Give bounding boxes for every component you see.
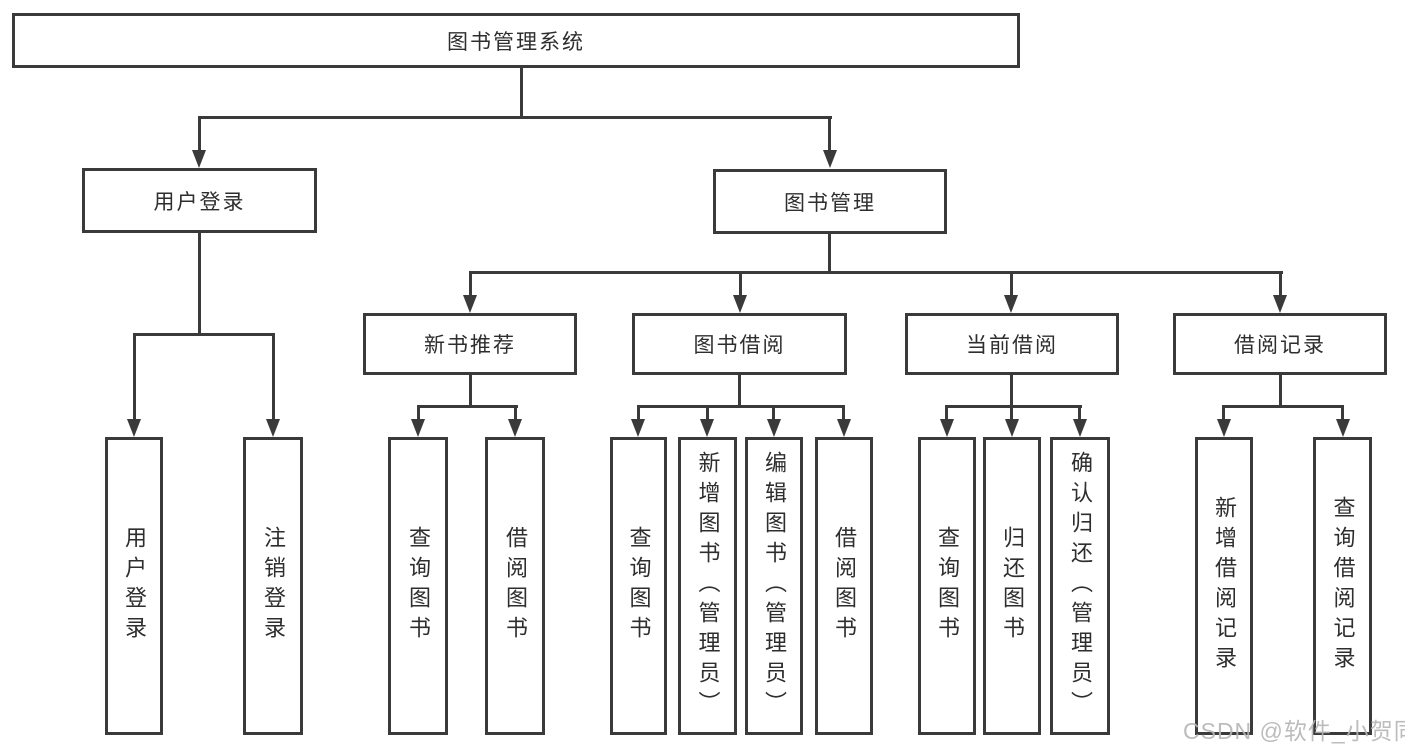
connector-line [828, 234, 831, 273]
connector-line [198, 116, 832, 119]
connector-line [1223, 405, 1344, 408]
arrow-down-icon [823, 150, 837, 168]
node-book-borrowing: 图书借阅 [632, 313, 847, 375]
leaf-query-borrow-record: 查询借阅记录 [1313, 437, 1372, 735]
leaf-query-book-borrowing-label: 查询图书 [626, 526, 652, 646]
csdn-watermark: CSDN @软件_小贺同学 [1183, 718, 1405, 744]
node-book-management-label: 图书管理 [784, 191, 876, 215]
arrow-down-icon [767, 419, 781, 437]
connector-line [514, 405, 517, 421]
node-user-login-label: 用户登录 [153, 190, 246, 214]
leaf-query-book-recommend: 查询图书 [388, 437, 448, 735]
arrow-down-icon [1005, 419, 1019, 437]
connector-line [1222, 405, 1225, 421]
leaf-edit-book-admin: 编辑图书（管理员） [745, 437, 803, 735]
node-user-login: 用户登录 [82, 168, 317, 233]
connector-line [469, 272, 472, 298]
connector-line [133, 333, 136, 421]
connector-line [417, 405, 518, 408]
leaf-query-book-current-label: 查询图书 [935, 526, 960, 646]
connector-line [706, 405, 709, 421]
connector-line [272, 333, 275, 421]
connector-line [469, 375, 472, 407]
leaf-add-borrow-record-label: 新增借阅记录 [1212, 496, 1237, 676]
node-book-borrowing-label: 图书借阅 [693, 334, 786, 357]
connector-line [198, 233, 201, 335]
arrow-down-icon [700, 419, 714, 437]
leaf-user-login-label: 用户登录 [122, 526, 147, 646]
connector-line [945, 405, 948, 421]
node-new-book-recommendation: 新书推荐 [363, 313, 577, 375]
leaf-return-book-label: 归还图书 [1000, 526, 1025, 646]
node-current-borrowing: 当前借阅 [905, 313, 1119, 375]
leaf-query-book-borrowing: 查询图书 [610, 437, 667, 735]
connector-line [738, 375, 741, 407]
arrow-down-icon [508, 419, 522, 437]
leaf-query-book-recommend-label: 查询图书 [406, 526, 431, 646]
connector-line [842, 405, 845, 421]
connector-line [637, 405, 640, 421]
arrow-down-icon [192, 150, 206, 168]
arrow-down-icon [733, 295, 747, 313]
connector-line [520, 68, 523, 118]
leaf-logout: 注销登录 [243, 437, 303, 735]
leaf-borrow-book-recommend: 借阅图书 [485, 437, 545, 735]
arrow-down-icon [411, 419, 425, 437]
connector-line [133, 333, 275, 336]
arrow-down-icon [266, 419, 280, 437]
arrow-down-icon [1336, 419, 1350, 437]
connector-line [946, 405, 1082, 408]
leaf-borrow-book-borrowing-label: 借阅图书 [832, 526, 857, 646]
arrow-down-icon [463, 295, 477, 313]
arrow-down-icon [1004, 295, 1018, 313]
node-library-management-system-label: 图书管理系统 [447, 30, 585, 54]
connector-line [1341, 405, 1344, 421]
node-new-book-recommendation-label: 新书推荐 [424, 334, 516, 357]
connector-line [772, 405, 775, 421]
leaf-borrow-book-recommend-label: 借阅图书 [503, 526, 528, 646]
arrow-down-icon [1073, 419, 1087, 437]
leaf-confirm-return-admin: 确认归还（管理员） [1050, 437, 1110, 735]
leaf-add-book-admin-label: 新增图书（管理员） [695, 451, 721, 721]
connector-line [1010, 272, 1013, 298]
connector-line [469, 271, 1283, 274]
connector-line [417, 405, 420, 421]
connector-line [637, 405, 845, 408]
connector-line [828, 116, 831, 152]
node-library-management-system: 图书管理系统 [12, 13, 1020, 68]
leaf-user-login: 用户登录 [105, 437, 163, 735]
leaf-confirm-return-admin-label: 确认归还（管理员） [1068, 451, 1093, 721]
connector-line [1078, 405, 1081, 421]
connector-line [739, 272, 742, 298]
leaf-add-book-admin: 新增图书（管理员） [678, 437, 737, 735]
leaf-logout-label: 注销登录 [261, 526, 286, 646]
connector-line [1010, 375, 1013, 407]
connector-line [198, 116, 201, 152]
connector-line [1279, 375, 1282, 407]
leaf-add-borrow-record: 新增借阅记录 [1195, 437, 1253, 735]
arrow-down-icon [837, 419, 851, 437]
node-borrowing-records: 借阅记录 [1173, 313, 1387, 375]
leaf-borrow-book-borrowing: 借阅图书 [815, 437, 873, 735]
arrow-down-icon [631, 419, 645, 437]
node-book-management: 图书管理 [713, 169, 947, 234]
connector-line [1010, 405, 1013, 421]
arrow-down-icon [940, 419, 954, 437]
arrow-down-icon [1273, 295, 1287, 313]
arrow-down-icon [1217, 419, 1231, 437]
leaf-query-borrow-record-label: 查询借阅记录 [1330, 496, 1356, 676]
node-current-borrowing-label: 当前借阅 [966, 334, 1058, 357]
leaf-edit-book-admin-label: 编辑图书（管理员） [762, 451, 787, 721]
arrow-down-icon [127, 419, 141, 437]
node-borrowing-records-label: 借阅记录 [1234, 334, 1326, 357]
leaf-return-book: 归还图书 [983, 437, 1041, 735]
leaf-query-book-current: 查询图书 [918, 437, 976, 735]
connector-line [1279, 272, 1282, 298]
